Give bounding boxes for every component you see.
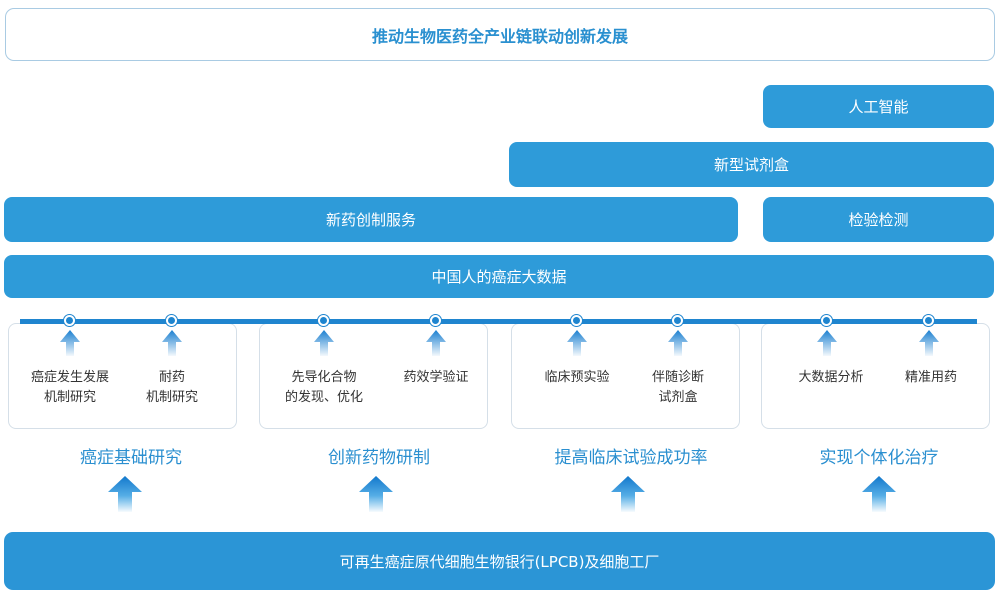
card-item: 药效学验证: [403, 370, 469, 385]
up-arrow-icon: [162, 330, 182, 356]
section-label: 创新药物研制: [328, 448, 430, 468]
section-label: 提高临床试验成功率: [554, 448, 708, 468]
bar-ai: 人工智能: [763, 85, 994, 128]
section-card-1: [8, 323, 237, 429]
up-arrow-icon: [817, 330, 837, 356]
timeline-dot: [430, 315, 441, 326]
up-arrow-icon: [919, 330, 939, 356]
timeline-dot: [318, 315, 329, 326]
bar-new-kit: 新型试剂盒: [509, 142, 994, 187]
timeline-line: [20, 319, 977, 324]
card-item: 癌症发生发展 机制研究: [30, 370, 109, 405]
large-up-arrow-icon: [359, 476, 393, 512]
up-arrow-icon: [60, 330, 80, 356]
bar-cancer-bigdata: 中国人的癌症大数据: [4, 255, 994, 298]
timeline-dot: [166, 315, 177, 326]
page-title: 推动生物医药全产业链联动创新发展: [5, 8, 995, 61]
bar-drug-service: 新药创制服务: [4, 197, 738, 242]
timeline-dot: [64, 315, 75, 326]
card-item: 耐药 机制研究: [145, 370, 198, 405]
timeline-dot: [571, 315, 582, 326]
card-item: 精准用药: [904, 370, 957, 385]
bottom-foundation-bar: 可再生癌症原代细胞生物银行(LPCB)及细胞工厂: [4, 532, 995, 590]
section-label: 实现个体化治疗: [819, 448, 939, 468]
section-card-3: [511, 323, 740, 429]
timeline-dot: [821, 315, 832, 326]
large-up-arrow-icon: [862, 476, 896, 512]
card-item: 伴随诊断 试剂盒: [651, 370, 704, 405]
large-up-arrow-icon: [611, 476, 645, 512]
bar-testing: 检验检测: [763, 197, 994, 242]
card-item: 临床预实验: [544, 370, 610, 385]
up-arrow-icon: [567, 330, 587, 356]
card-item: 大数据分析: [798, 370, 864, 385]
timeline-dot: [672, 315, 683, 326]
timeline-dot: [923, 315, 934, 326]
section-card-4: [761, 323, 990, 429]
section-card-2: [259, 323, 488, 429]
card-item: 先导化合物 的发现、优化: [284, 370, 363, 405]
large-up-arrow-icon: [108, 476, 142, 512]
up-arrow-icon: [314, 330, 334, 356]
section-label: 癌症基础研究: [80, 448, 182, 468]
up-arrow-icon: [426, 330, 446, 356]
up-arrow-icon: [668, 330, 688, 356]
